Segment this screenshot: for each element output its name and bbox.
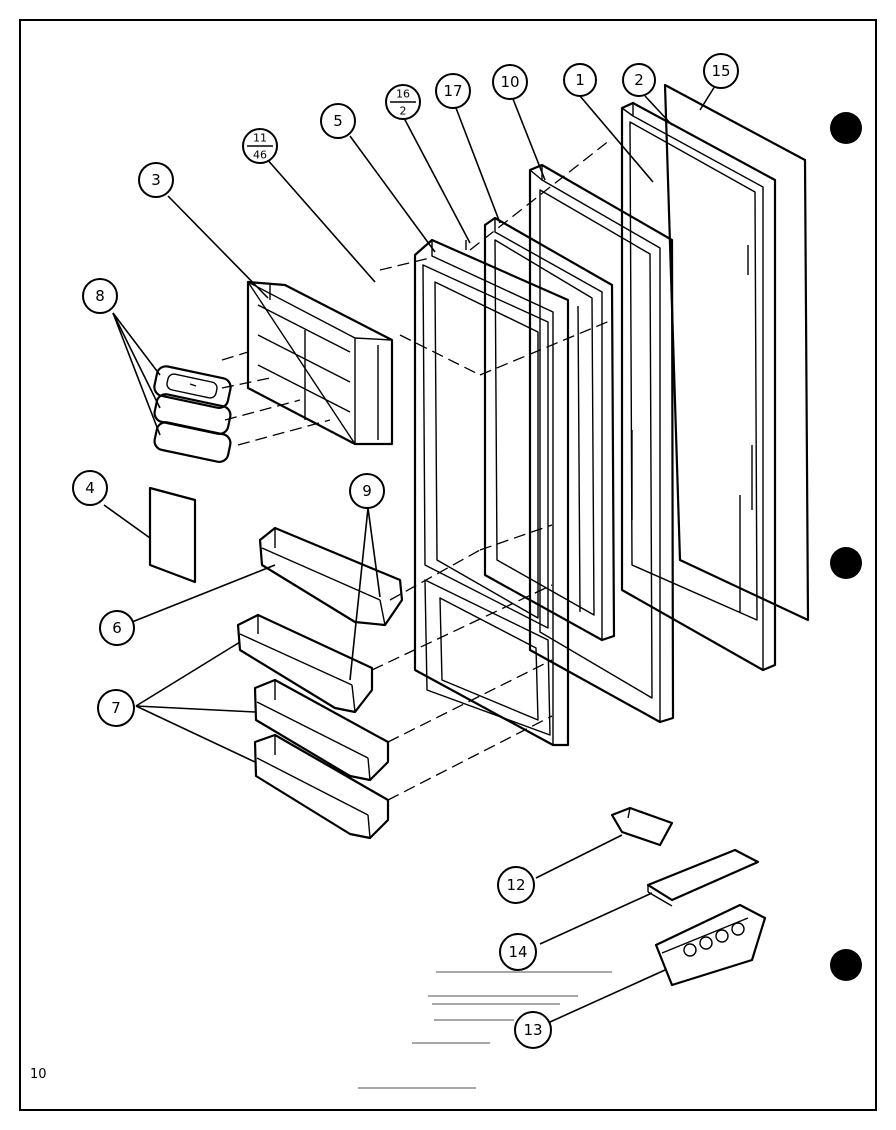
callout-4: 4 (72, 470, 108, 506)
callout-6: 6 (99, 610, 135, 646)
part-7-door-bin-upper (236, 613, 374, 714)
callout-10: 10 (492, 64, 528, 100)
binder-hole-middle (830, 547, 862, 579)
part-15-insulation-sheet (663, 83, 810, 622)
callout-2: 2 (622, 63, 656, 97)
svg-text:4: 4 (85, 479, 95, 497)
callout-17: 17 (435, 73, 471, 109)
svg-text:14: 14 (508, 943, 527, 961)
svg-text:11: 11 (253, 132, 267, 145)
part-7-door-bin-middle (253, 678, 390, 782)
callout-12: 12 (497, 866, 535, 904)
svg-text:9: 9 (362, 482, 372, 500)
svg-text:5: 5 (333, 112, 343, 130)
callout-13: 13 (514, 1011, 552, 1049)
svg-text:1: 1 (575, 71, 585, 89)
svg-text:46: 46 (253, 149, 267, 162)
callout-1: 1 (563, 63, 597, 97)
part-13-egg-bin (654, 903, 767, 987)
leader-lines (103, 85, 716, 1023)
callout-11-over-46: 11 46 (242, 128, 278, 164)
part-12-small-tray (610, 806, 674, 847)
part-3-shelf-frame (246, 280, 394, 446)
callout-5: 5 (320, 103, 356, 139)
binder-hole-bottom (830, 949, 862, 981)
callout-15: 15 (703, 53, 739, 89)
callout-9: 9 (349, 473, 385, 509)
svg-text:2: 2 (634, 71, 644, 89)
callout-16-over-2: 16 2 (385, 84, 421, 120)
part-2-outer-door-panel (620, 101, 777, 672)
part-8-stacked-containers (153, 365, 232, 464)
part-6-small-door-bin (258, 526, 404, 627)
svg-text:15: 15 (711, 62, 730, 80)
binder-hole-top (830, 112, 862, 144)
part-7-door-bin-lower (253, 733, 390, 840)
svg-text:2: 2 (400, 105, 407, 118)
page-border (19, 19, 877, 1111)
part-1-door-liner (528, 163, 675, 724)
svg-text:12: 12 (506, 876, 525, 894)
part-4-flap (148, 486, 197, 584)
svg-text:13: 13 (523, 1021, 542, 1039)
svg-text:17: 17 (443, 82, 462, 100)
page-number: 10 (30, 1067, 47, 1082)
svg-text:16: 16 (396, 88, 410, 101)
svg-text:7: 7 (111, 699, 121, 717)
part-5-inner-door-panel (413, 238, 570, 747)
part-14-tray-cover (646, 848, 760, 907)
callout-7: 7 (97, 689, 135, 727)
illegible-fine-print (358, 971, 612, 1089)
callout-14: 14 (499, 933, 537, 971)
part-10-gasket (483, 216, 616, 642)
callout-3: 3 (138, 162, 174, 198)
svg-text:10: 10 (500, 73, 519, 91)
assembly-guide-lines (221, 139, 613, 801)
svg-text:3: 3 (151, 171, 161, 189)
callout-8: 8 (82, 278, 118, 314)
svg-text:6: 6 (112, 619, 122, 637)
svg-text:8: 8 (95, 287, 105, 305)
